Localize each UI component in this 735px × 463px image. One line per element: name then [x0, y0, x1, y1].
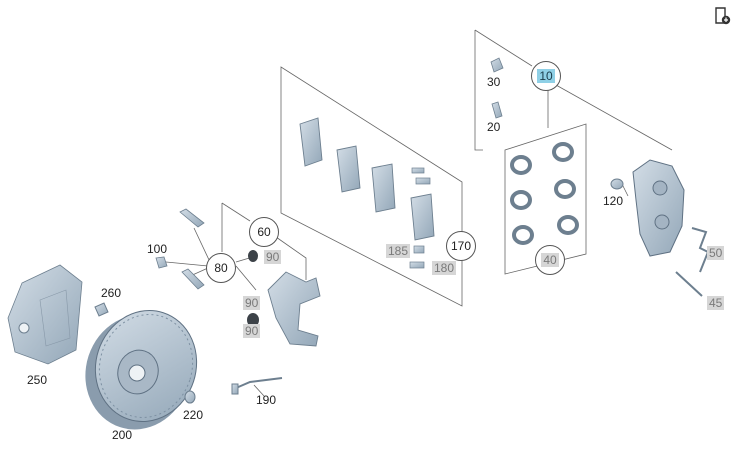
- bolt-220-part: [184, 390, 196, 404]
- label-30[interactable]: 30: [487, 75, 501, 89]
- callout-60[interactable]: 60: [249, 217, 279, 247]
- label-90-mid[interactable]: 90: [243, 296, 261, 310]
- spring-and-pin-part: [675, 227, 710, 297]
- label-220[interactable]: 220: [183, 408, 204, 422]
- label-50[interactable]: 50: [707, 246, 725, 260]
- brake-caliper-part: [632, 159, 685, 257]
- label-120[interactable]: 120: [603, 194, 624, 208]
- label-260[interactable]: 260: [101, 286, 122, 300]
- bleeder-parts: [490, 57, 504, 119]
- label-90-low[interactable]: 90: [243, 324, 261, 338]
- label-250[interactable]: 250: [27, 373, 48, 387]
- callout-40[interactable]: 40: [535, 245, 565, 275]
- pad-hardware-part: [409, 167, 431, 269]
- bolt-120-part: [610, 178, 624, 190]
- callout-170[interactable]: 170: [446, 231, 476, 261]
- piston-seals-part: [510, 142, 579, 245]
- callout-80-text: 80: [214, 261, 228, 275]
- label-90-top[interactable]: 90: [264, 250, 282, 264]
- carrier-bolts-part: [155, 208, 205, 290]
- brake-disc-part: [85, 310, 198, 430]
- cap-90-part: [247, 250, 259, 327]
- label-190[interactable]: 190: [256, 393, 277, 407]
- bolt-260-part: [94, 302, 109, 317]
- document-export-icon[interactable]: [712, 6, 732, 26]
- label-100[interactable]: 100: [147, 242, 168, 256]
- leader-lines: [165, 29, 673, 397]
- label-45[interactable]: 45: [707, 296, 725, 310]
- brake-shield-part: [7, 264, 83, 365]
- callout-170-text: 170: [450, 239, 472, 253]
- label-185[interactable]: 185: [386, 244, 411, 258]
- brake-pads-part: [299, 117, 435, 241]
- callout-60-text: 60: [257, 225, 271, 239]
- caliper-carrier-part: [267, 271, 321, 347]
- callout-10[interactable]: 10: [531, 61, 561, 91]
- wear-sensor-part: [231, 377, 283, 395]
- label-20[interactable]: 20: [487, 120, 501, 134]
- callout-10-text: 10: [537, 69, 555, 83]
- callout-80[interactable]: 80: [206, 253, 236, 283]
- label-200[interactable]: 200: [112, 428, 133, 442]
- label-180[interactable]: 180: [432, 261, 457, 275]
- callout-40-text: 40: [541, 253, 559, 267]
